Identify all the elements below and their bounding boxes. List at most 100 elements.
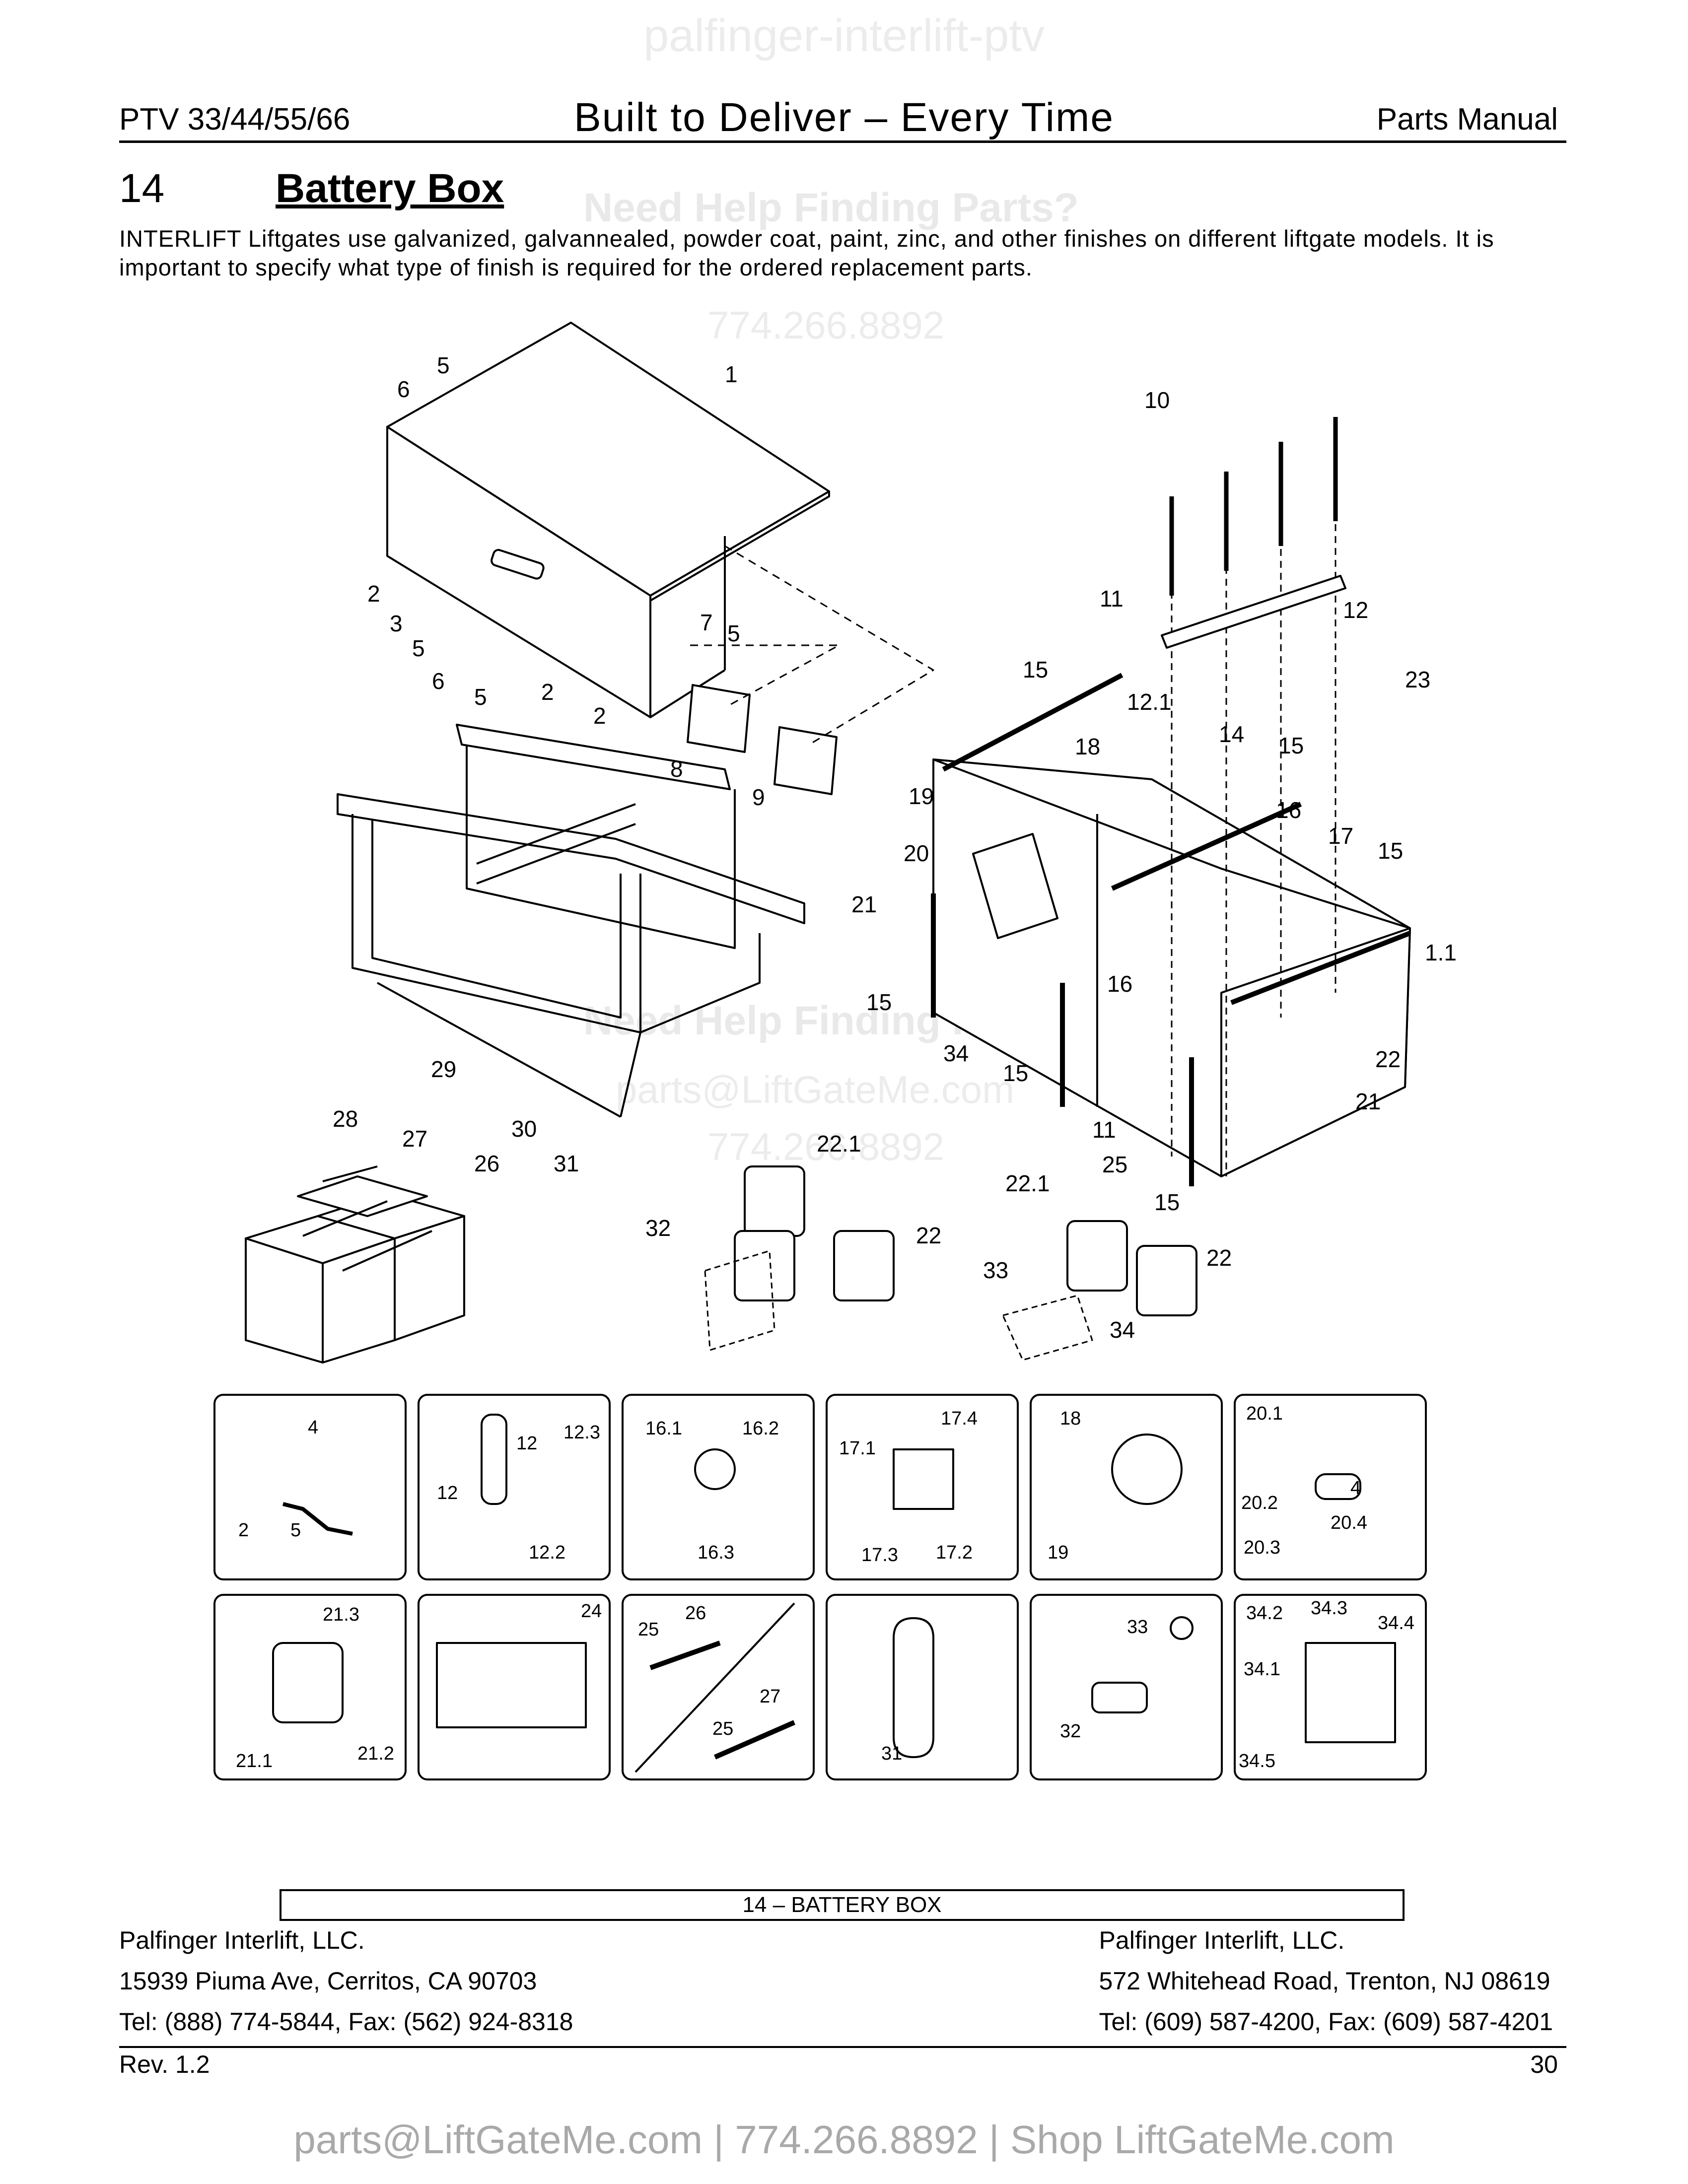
detail-panel-box-assembly — [418, 1594, 611, 1780]
callout-32: 33 — [983, 1257, 1008, 1283]
detail-callout-20-4: 20.4 — [1331, 1512, 1367, 1533]
callout-15b: 16 — [1107, 971, 1132, 997]
detail-callout-34-3: 34.3 — [1311, 1598, 1347, 1619]
callout-22: 22.1 — [817, 1131, 861, 1157]
callout-29: 30 — [511, 1116, 537, 1142]
callout-30: 31 — [554, 1151, 579, 1176]
detail-callout-16-1: 16.1 — [645, 1418, 682, 1439]
callout-26: 27 — [402, 1126, 427, 1152]
detail-callout-4-b: 4 — [1350, 1478, 1361, 1499]
detail-panel-cable-stud — [1234, 1394, 1427, 1580]
detail-callout-24: 24 — [581, 1601, 602, 1622]
callout-10b: 11 — [1092, 1117, 1116, 1143]
callout-23: 25 — [1102, 1152, 1127, 1177]
watermark-help-heading: Need Help Finding Parts? — [583, 185, 1079, 230]
callout-12-1: 14 — [1219, 721, 1244, 747]
detail-callout-34-5: 34.5 — [1239, 1751, 1275, 1772]
detail-panel-handle — [213, 1394, 407, 1580]
callout-20b: 21 — [1355, 1089, 1381, 1114]
detail-callout-12-3: 12.3 — [563, 1422, 600, 1443]
callout-14c: 15 — [1378, 838, 1403, 864]
detail-callout-25: 25 — [638, 1619, 659, 1640]
callout-21: 22 — [1375, 1046, 1401, 1072]
header-slogan: Built to Deliver – Every Time — [574, 95, 1114, 140]
detail-callout-32: 32 — [1060, 1721, 1081, 1742]
detail-callout-12b: 12 — [437, 1483, 458, 1503]
detail-panel-gauge — [1030, 1394, 1223, 1580]
callout-22-1: 23 — [1405, 667, 1430, 692]
batteries-drawing — [245, 1165, 465, 1364]
callout-2c: 2 — [593, 703, 606, 729]
detail-callout-21-3: 21.3 — [323, 1604, 359, 1625]
detail-panel-plate — [826, 1394, 1019, 1580]
address-east-phone: Tel: (609) 587-4200, Fax: (609) 587-4201 — [1099, 2008, 1553, 2036]
watermark-help-phone-2: 774.266.8892 — [707, 1125, 945, 1168]
detail-callout-27: 27 — [760, 1686, 780, 1707]
detail-callout-12-2: 12.2 — [529, 1542, 565, 1563]
decal-8-drawing — [774, 726, 838, 795]
callout-4: 5 — [437, 352, 450, 378]
section-title: Battery Box — [276, 166, 504, 211]
detail-callout-25b: 25 — [712, 1718, 733, 1739]
detail-panel-washer-link — [1030, 1594, 1223, 1780]
address-west-company: Palfinger Interlift, LLC. — [119, 1926, 365, 1954]
callout-4c: 5 — [474, 684, 487, 710]
revision-label: Rev. 1.2 — [119, 2050, 210, 2078]
detail-callout-2: 2 — [238, 1520, 249, 1541]
callout-10: 11 — [1100, 586, 1124, 612]
header-manual-type: Parts Manual — [1376, 102, 1558, 136]
callout-2: 2 — [367, 581, 380, 607]
address-east: Palfinger Interlift, LLC. 572 Whitehead … — [1099, 1920, 1553, 2042]
address-west: Palfinger Interlift, LLC. 15939 Piuma Av… — [119, 1920, 573, 2042]
callout-21b: 22 — [916, 1223, 941, 1248]
detail-panel-control-box — [1234, 1594, 1427, 1780]
detail-callout-17-1: 17.1 — [839, 1438, 876, 1459]
watermark-help-phone: 774.266.8892 — [707, 303, 945, 347]
detail-panel-disconnect-switch — [213, 1594, 407, 1780]
detail-panel-bracket — [826, 1594, 1019, 1780]
callout-25: 26 — [474, 1151, 499, 1176]
header-model: PTV 33/44/55/66 — [119, 102, 351, 136]
callout-14b: 15 — [1278, 733, 1304, 758]
watermark-help-email: parts@LiftGateMe.com — [616, 1068, 1015, 1111]
detail-callout-17-3: 17.3 — [861, 1545, 898, 1566]
callout-1: 1 — [725, 361, 738, 387]
callout-20: 21 — [851, 891, 877, 917]
detail-callout-16-3: 16.3 — [698, 1542, 734, 1563]
callout-18: 19 — [909, 783, 934, 809]
callout-28: 29 — [431, 1056, 456, 1082]
callout-9: 10 — [1144, 387, 1170, 413]
detail-callout-33: 33 — [1127, 1617, 1148, 1638]
callout-33: 34 — [1110, 1317, 1135, 1343]
callout-21c: 22 — [1206, 1245, 1232, 1271]
address-east-street: 572 Whitehead Road, Trenton, NJ 08619 — [1099, 1967, 1550, 1995]
callout-31: 32 — [645, 1215, 671, 1241]
detail-callout-18: 18 — [1060, 1408, 1081, 1429]
detail-callout-19: 19 — [1048, 1542, 1068, 1563]
intro-paragraph: INTERLIFT Liftgates use galvanized, galv… — [119, 225, 1494, 280]
callout-4b: 5 — [412, 635, 425, 661]
address-west-street: 15939 Piuma Ave, Cerritos, CA 90703 — [119, 1967, 537, 1995]
lid-drawing — [386, 322, 830, 718]
detail-panel-battery-straps — [622, 1594, 815, 1780]
callout-2b: 2 — [541, 679, 554, 705]
callout-19: 20 — [904, 840, 929, 866]
decal-7-drawing — [687, 684, 751, 753]
switch-22-drawing — [744, 1165, 805, 1237]
callout-14e: 15 — [1003, 1060, 1028, 1086]
figure-caption: 14 – BATTERY BOX — [280, 1889, 1405, 1921]
detail-callout-34-4: 34.4 — [1378, 1613, 1414, 1634]
callout-22b: 22.1 — [1005, 1170, 1050, 1196]
detail-panel-pendant — [418, 1394, 611, 1580]
callout-14: 15 — [1023, 657, 1048, 682]
callout-34: 34 — [943, 1040, 969, 1066]
callout-6: 7 — [700, 610, 713, 635]
detail-callout-31: 31 — [881, 1743, 902, 1764]
detail-callout-20-3: 20.3 — [1244, 1537, 1280, 1558]
watermark-title: palfinger-interlift-ptv — [643, 10, 1045, 61]
footer-rule — [119, 2046, 1566, 2048]
callout-5: 6 — [397, 376, 410, 402]
address-west-phone: Tel: (888) 774-5844, Fax: (562) 924-8318 — [119, 2008, 573, 2036]
callout-5b: 6 — [432, 668, 445, 694]
